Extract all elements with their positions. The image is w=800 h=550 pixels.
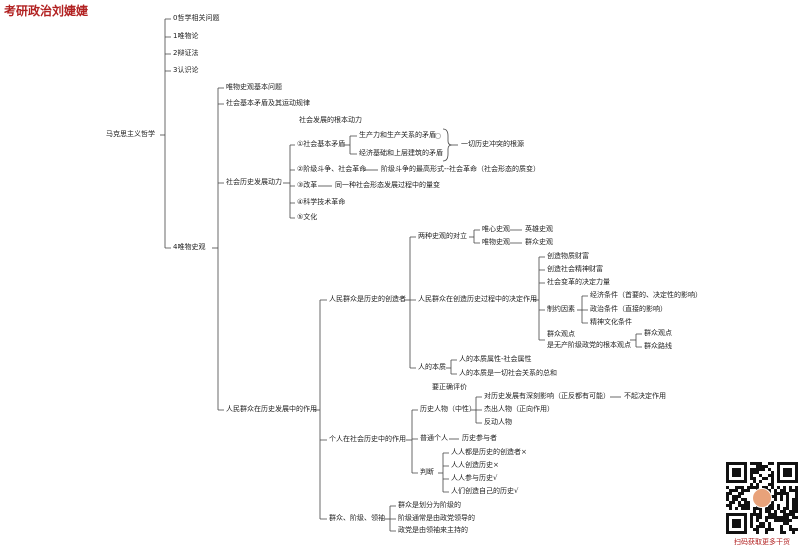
- node-social-motive[interactable]: 社会历史发展动力: [226, 178, 282, 187]
- node-leaders-2[interactable]: 阶级通常是由政党领导的: [398, 514, 475, 523]
- node-philosophy-questions[interactable]: 0哲学相关问题: [173, 14, 219, 23]
- node-leaders-1[interactable]: 群众是划分为阶级的: [398, 501, 461, 510]
- node-cultural-conditions[interactable]: 精神文化条件: [590, 318, 632, 327]
- node-root-of-conflicts[interactable]: 一切历史冲突的根源: [461, 140, 524, 149]
- node-materialist-view[interactable]: 唯物史观: [482, 238, 510, 247]
- node-outstanding-figures[interactable]: 杰出人物（正向作用）: [484, 405, 554, 414]
- node-ordinary-individual[interactable]: 普通个人: [420, 434, 448, 443]
- label-correct-evaluation: 要正确评价: [432, 383, 467, 392]
- node-decisive-role[interactable]: 人民群众在创造历史过程中的决定作用: [418, 295, 537, 304]
- node-mass-view[interactable]: 群众史观: [525, 238, 553, 247]
- node-nature-social[interactable]: 人的本质属性-社会属性: [459, 355, 532, 364]
- node-decisive-force[interactable]: 社会变革的决定力量: [547, 278, 610, 287]
- node-basic-contradiction[interactable]: ①社会基本矛盾: [297, 140, 345, 149]
- qr-code: [726, 462, 798, 534]
- node-not-decisive[interactable]: 不起决定作用: [624, 392, 666, 401]
- node-spiritual-wealth[interactable]: 创造社会精神财富: [547, 265, 603, 274]
- node-restrict-factors[interactable]: 制约因素: [547, 305, 575, 314]
- qr-caption: 扫码获取更多干货: [722, 537, 800, 547]
- node-masses-class-leaders[interactable]: 群众、阶级、领袖: [329, 514, 385, 523]
- label-fundamental-motive: 社会发展的根本动力: [299, 116, 362, 125]
- node-political-conditions[interactable]: 政治条件（直接的影响）: [590, 305, 667, 314]
- node-idealist-view[interactable]: 唯心史观: [482, 225, 510, 234]
- node-leaders-3[interactable]: 政党是由领袖来主持的: [398, 526, 468, 535]
- node-two-views[interactable]: 两种史观的对立: [418, 232, 467, 241]
- node-judgement[interactable]: 判断: [420, 468, 434, 477]
- node-nature-relations[interactable]: 人的本质是一切社会关系的总和: [459, 369, 557, 378]
- node-dialectics[interactable]: 2辩证法: [173, 49, 198, 58]
- node-economic-conditions[interactable]: 经济条件（首要的、决定性的影响）: [590, 291, 702, 300]
- node-basic-contradiction-law[interactable]: 社会基本矛盾及其运动规律: [226, 99, 310, 108]
- node-basic-issues[interactable]: 唯物史观基本问题: [226, 83, 282, 92]
- node-human-nature[interactable]: 人的本质: [418, 363, 446, 372]
- node-productive-forces[interactable]: 生产力和生产关系的矛盾: [359, 131, 436, 140]
- node-epistemology[interactable]: 3认识论: [173, 66, 198, 75]
- node-materialism[interactable]: 1唯物论: [173, 32, 198, 41]
- node-masses-role[interactable]: 人民群众在历史发展中的作用: [226, 405, 317, 414]
- node-historical-figures[interactable]: 历史人物（中性）: [420, 405, 476, 414]
- node-class-struggle[interactable]: ②阶级斗争、社会革命: [297, 165, 366, 174]
- node-judgement-1[interactable]: 人人都是历史的创造者×: [451, 448, 527, 457]
- node-mass-viewpoint-leaf[interactable]: 群众观点: [644, 329, 672, 338]
- node-judgement-4[interactable]: 人们创造自己的历史√: [451, 487, 518, 496]
- node-individual-role[interactable]: 个人在社会历史中的作用: [329, 435, 406, 444]
- node-mass-line[interactable]: 群众路线: [644, 342, 672, 351]
- node-historical-materialism[interactable]: 4唯物史观: [173, 243, 205, 252]
- node-reactionary-figures[interactable]: 反动人物: [484, 418, 512, 427]
- node-culture[interactable]: ⑤文化: [297, 213, 317, 222]
- node-mass-viewpoint[interactable]: 群众观点: [547, 330, 575, 339]
- node-reform[interactable]: ③改革: [297, 181, 317, 190]
- root-node[interactable]: 马克思主义哲学: [106, 130, 155, 139]
- avatar: [752, 488, 772, 508]
- node-tech-revolution[interactable]: ④科学技术革命: [297, 198, 345, 207]
- node-mass-viewpoint-desc[interactable]: 是无产阶级政党的根本观点: [547, 341, 631, 350]
- node-judgement-3[interactable]: 人人参与历史√: [451, 474, 497, 483]
- node-hero-view[interactable]: 英雄史观: [525, 225, 553, 234]
- node-reform-desc[interactable]: 同一种社会形态发展过程中的量变: [335, 181, 440, 190]
- node-deep-influence[interactable]: 对历史发展有深刻影响（正反都有可能）: [484, 392, 610, 401]
- node-judgement-2[interactable]: 人人创造历史×: [451, 461, 499, 470]
- node-material-wealth[interactable]: 创造物质财富: [547, 252, 589, 261]
- node-masses-creators[interactable]: 人民群众是历史的创造者: [329, 295, 406, 304]
- node-history-participant[interactable]: 历史参与者: [462, 434, 497, 443]
- node-economic-base[interactable]: 经济基础和上层建筑的矛盾: [359, 149, 443, 158]
- node-class-struggle-desc[interactable]: 阶级斗争的最高形式--社会革命（社会形态的质变）: [381, 165, 540, 174]
